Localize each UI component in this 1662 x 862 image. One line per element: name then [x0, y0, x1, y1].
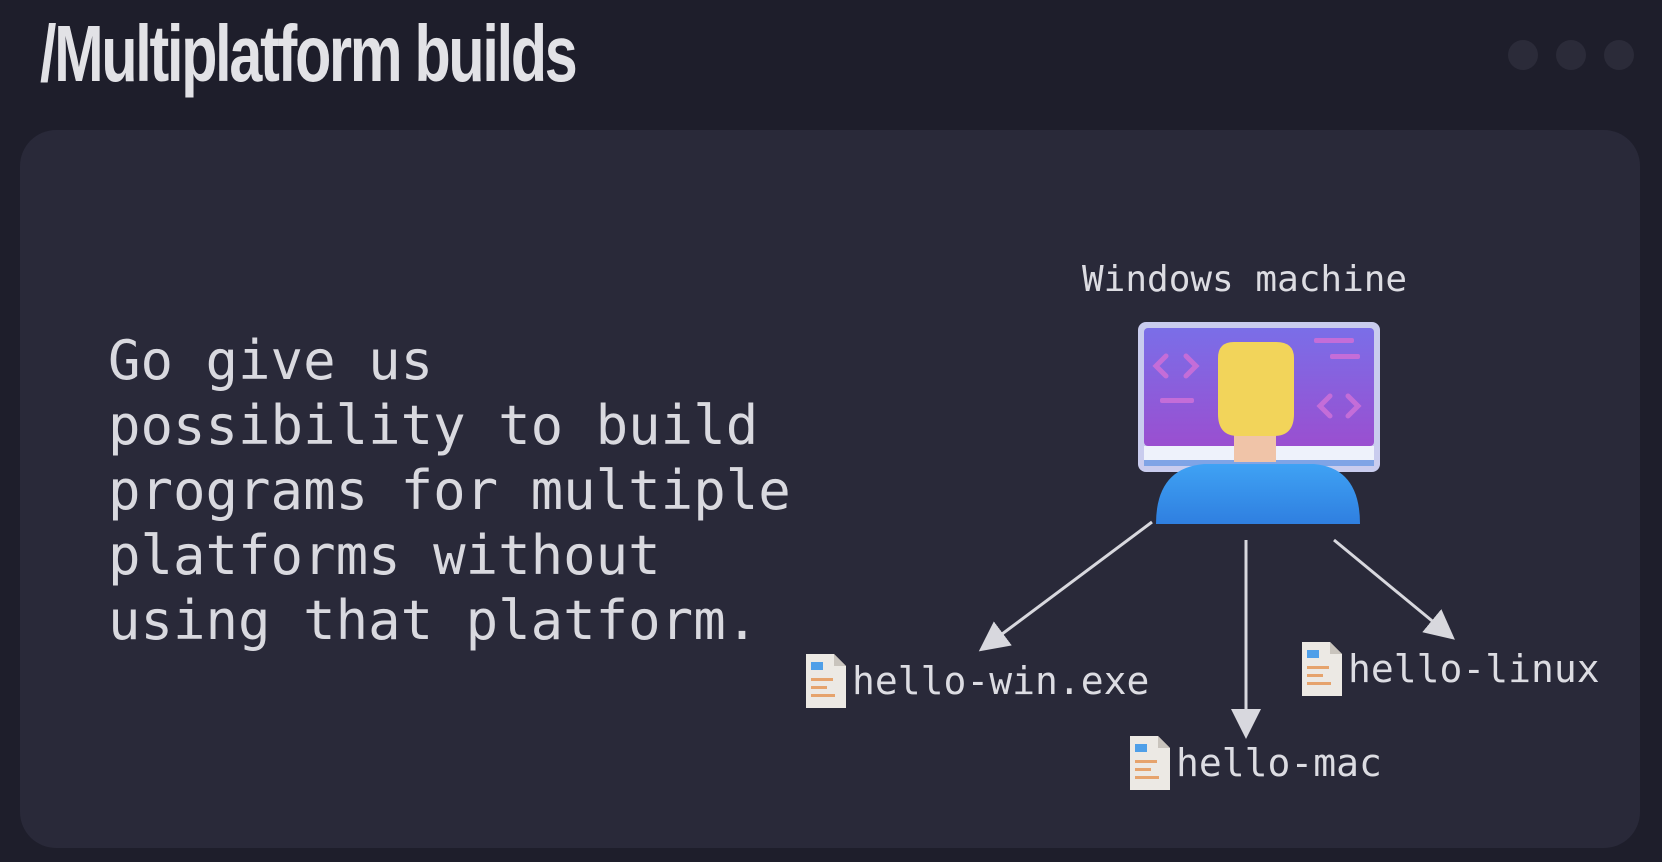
file-hello-mac: hello-mac [1128, 734, 1382, 792]
developer-at-monitor-icon [1138, 322, 1380, 524]
window-dot-icon [1508, 40, 1538, 70]
slide-title: /Multiplatform builds [40, 9, 578, 98]
file-hello-win: hello-win.exe [804, 652, 1149, 710]
file-name-label: hello-linux [1348, 647, 1600, 691]
file-icon [1302, 642, 1342, 696]
file-name-label: hello-win.exe [852, 659, 1150, 703]
file-icon [1130, 736, 1170, 790]
file-icon [806, 654, 846, 708]
file-name-label: hello-mac [1176, 741, 1382, 785]
file-hello-linux: hello-linux [1300, 640, 1600, 698]
window-controls [1508, 40, 1634, 70]
content-panel [20, 130, 1640, 848]
machine-label: Windows machine [1082, 259, 1408, 300]
body-text: Go give us possibility to build programs… [108, 329, 791, 652]
window-dot-icon [1556, 40, 1586, 70]
window-dot-icon [1604, 40, 1634, 70]
